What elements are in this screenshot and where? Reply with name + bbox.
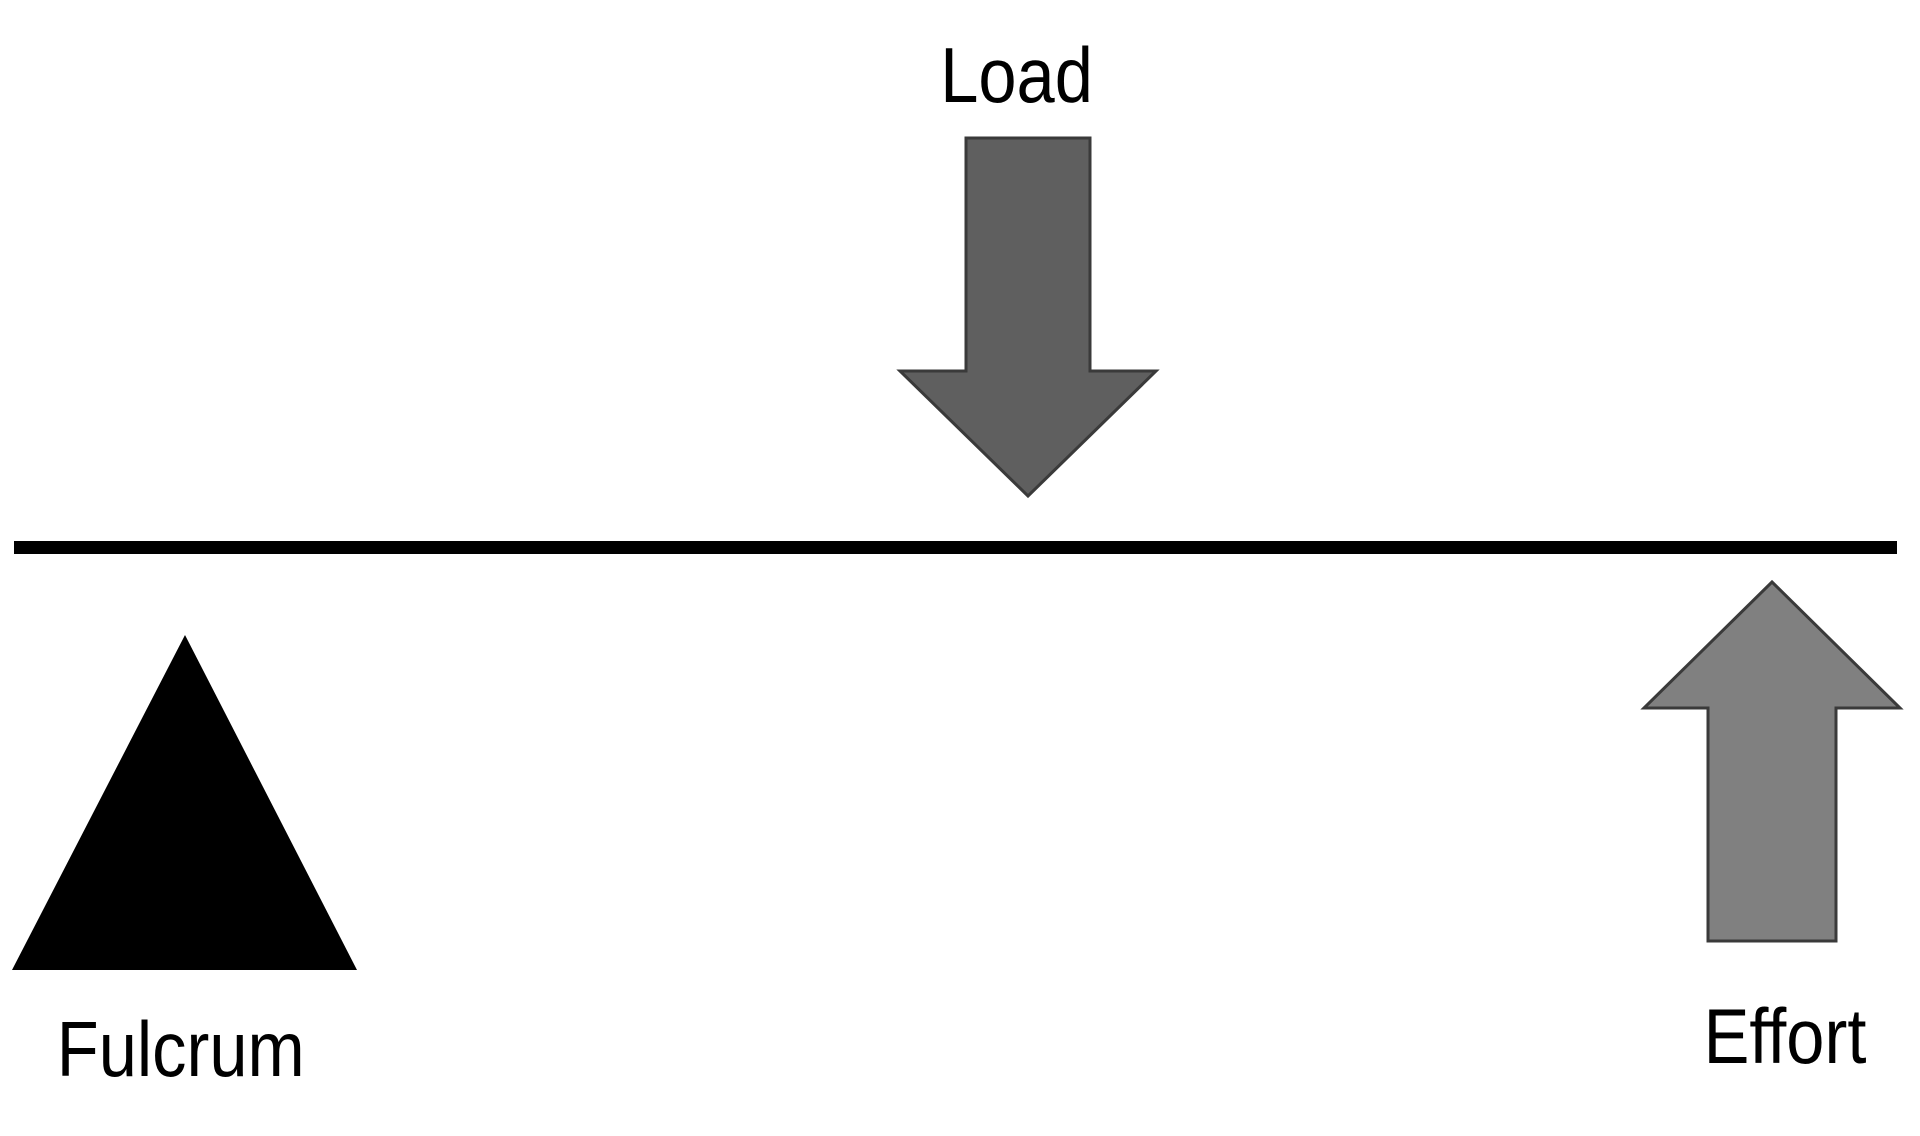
effort-label: Effort: [1703, 992, 1867, 1080]
load-label: Load: [940, 31, 1093, 119]
lever-bar: [14, 541, 1897, 554]
fulcrum-triangle-icon: [12, 635, 357, 970]
fulcrum-label: Fulcrum: [56, 1005, 305, 1093]
effort-arrow-icon: [1640, 579, 1904, 943]
load-arrow-icon: [896, 136, 1160, 499]
